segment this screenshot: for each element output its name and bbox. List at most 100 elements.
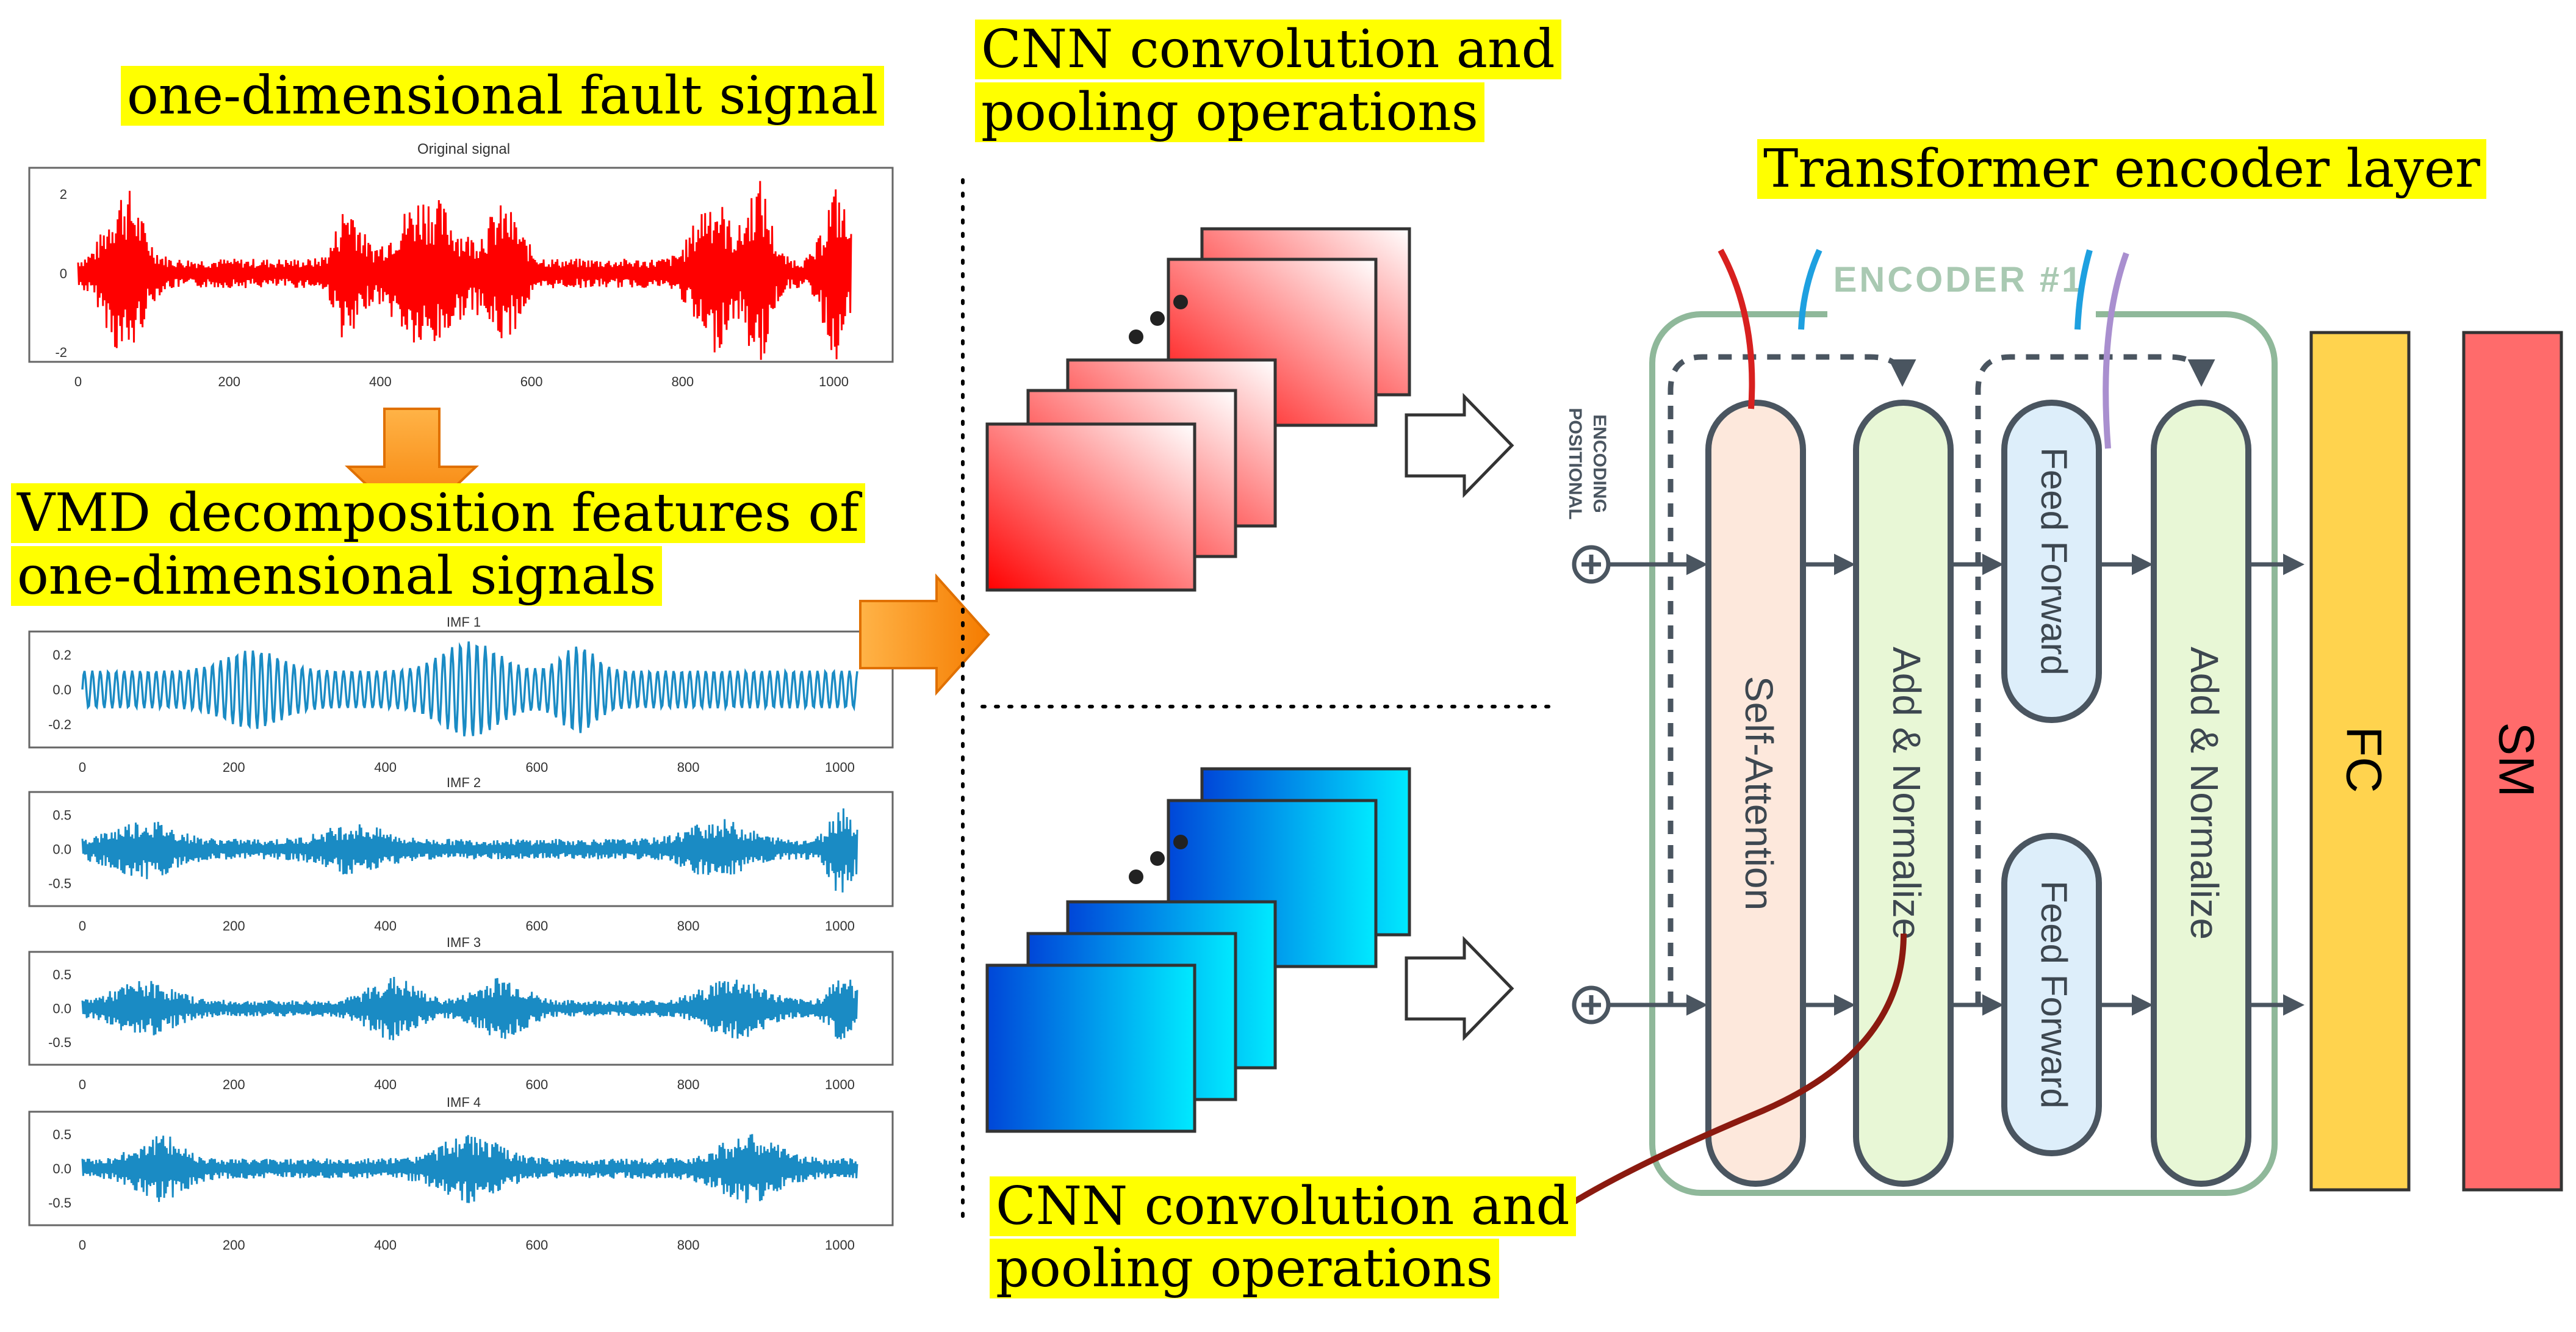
imf-plot-title: IMF 3 [447, 935, 481, 950]
transformer-encoder: ENCODER #1 POSITIONAL ENCODING Se [1548, 248, 2304, 1220]
x-tick-label: 1000 [825, 1237, 855, 1253]
original-signal-line [77, 181, 852, 360]
imf-signal-line [81, 976, 858, 1040]
encoder-label-bg [1827, 267, 2096, 322]
cnn-bottom-caption-line1: CNN convolution and [990, 1176, 1576, 1236]
x-tick-label: 600 [526, 760, 549, 775]
x-tick-label: 400 [374, 1077, 397, 1092]
imf-plot-title: IMF 4 [447, 1095, 481, 1110]
x-tick-label: 200 [223, 760, 245, 775]
y-tick-label: -0.5 [48, 1195, 71, 1211]
blue-feature-map-stack [985, 767, 1411, 1133]
fc-layer [2309, 331, 2411, 1192]
fault-signal-caption: one-dimensional fault signal [121, 66, 885, 126]
imf-signal-line [81, 641, 858, 736]
x-tick-label: 800 [671, 374, 694, 389]
ellipsis-dot [1150, 851, 1165, 866]
self-attention-block [1705, 400, 1806, 1187]
fc-label: FC [2336, 726, 2391, 793]
y-tick-label: 0.0 [52, 682, 71, 697]
y-tick-label: 0.2 [52, 647, 71, 663]
x-tick-label: 400 [369, 374, 392, 389]
x-tick-label: 1000 [825, 918, 855, 934]
x-tick-label: 600 [526, 918, 549, 934]
vmd-caption-line2: one-dimensional signals [11, 546, 663, 606]
imf-signal-line [81, 1134, 858, 1203]
x-tick-label: 200 [223, 1077, 245, 1092]
input-stroke-purple [2103, 252, 2129, 449]
x-tick-label: 400 [374, 1237, 397, 1253]
y-tick-label: 0.0 [52, 1161, 71, 1176]
feature-map [985, 963, 1196, 1133]
x-tick-label: 200 [218, 374, 240, 389]
vmd-caption-line1: VMD decomposition features of [11, 483, 865, 543]
feed-forward-label-top: Feed Forward [2034, 447, 2074, 675]
transformer-caption: Transformer encoder layer [1757, 139, 2486, 199]
encoder-label: ENCODER #1 [1833, 260, 2084, 300]
hollow-arrow-icon [1405, 392, 1514, 499]
x-tick-label: 600 [520, 374, 543, 389]
feature-map [985, 422, 1196, 592]
x-tick-label: 800 [677, 760, 700, 775]
x-tick-label: 0 [79, 918, 86, 934]
cnn-top-caption-line1: CNN convolution and [975, 20, 1561, 79]
x-tick-label: 600 [526, 1077, 549, 1092]
y-tick-label: 0.0 [52, 1001, 71, 1017]
feed-forward-block-bottom [2001, 833, 2102, 1156]
cnn-bottom-caption-line2: pooling operations [990, 1239, 1499, 1298]
y-tick-label: 0.5 [52, 967, 71, 982]
hollow-arrow-icon [1405, 935, 1514, 1042]
red-feature-map-stack [985, 227, 1411, 592]
y-tick-label: 0 [60, 266, 67, 281]
x-tick-label: 0 [79, 760, 86, 775]
x-tick-label: 0 [79, 1077, 86, 1092]
y-tick-label: 0.0 [52, 842, 71, 857]
y-tick-label: -0.2 [48, 717, 71, 732]
x-tick-label: 400 [374, 918, 397, 934]
residual-connections [1668, 354, 2215, 1005]
ellipsis-dot [1173, 295, 1188, 309]
input-stroke-red [1718, 248, 1755, 409]
ellipsis-dot [1150, 311, 1165, 326]
imf-plot-ticks: 0 200 400 600 800 1000 0.2 0.0 -0.2 [48, 647, 855, 775]
cnn-top-caption-line2: pooling operations [975, 82, 1484, 142]
positional-plus-icon [1572, 545, 1611, 584]
x-tick-label: 1000 [825, 760, 855, 775]
positional-plus-icon [1572, 985, 1611, 1024]
positional-encoding-label-1: POSITIONAL [1565, 408, 1585, 519]
x-tick-label: 800 [677, 918, 700, 934]
flow-arrows [1608, 553, 2304, 1016]
add-normalize-label-1: Add & Normalize [1885, 647, 1929, 940]
input-stroke-blue-2 [2074, 249, 2093, 330]
imf-plot-title: IMF 2 [447, 775, 481, 790]
output-stroke-darkred [1548, 933, 1907, 1220]
x-tick-label: 800 [677, 1237, 700, 1253]
original-plot-title: Original signal [417, 141, 510, 157]
x-tick-label: 1000 [819, 374, 849, 389]
x-tick-label: 200 [223, 1237, 245, 1253]
x-tick-label: 600 [526, 1237, 549, 1253]
x-tick-label: 400 [374, 760, 397, 775]
x-tick-label: 1000 [825, 1077, 855, 1092]
add-normalize-block-2 [2151, 400, 2251, 1187]
sm-label: SM [2488, 722, 2544, 797]
add-normalize-label-2: Add & Normalize [2182, 647, 2226, 940]
y-tick-label: -2 [55, 345, 67, 360]
add-normalize-block-1 [1853, 400, 1954, 1187]
y-tick-label: 0.5 [52, 807, 71, 823]
x-tick-label: 0 [74, 374, 82, 389]
ellipsis-dot [1129, 329, 1143, 344]
input-stroke-blue [1798, 248, 1822, 330]
y-tick-label: -0.5 [48, 876, 71, 891]
sm-layer [2462, 331, 2563, 1192]
feed-forward-block-top [2001, 400, 2102, 723]
feed-forward-label-bottom: Feed Forward [2034, 880, 2074, 1108]
